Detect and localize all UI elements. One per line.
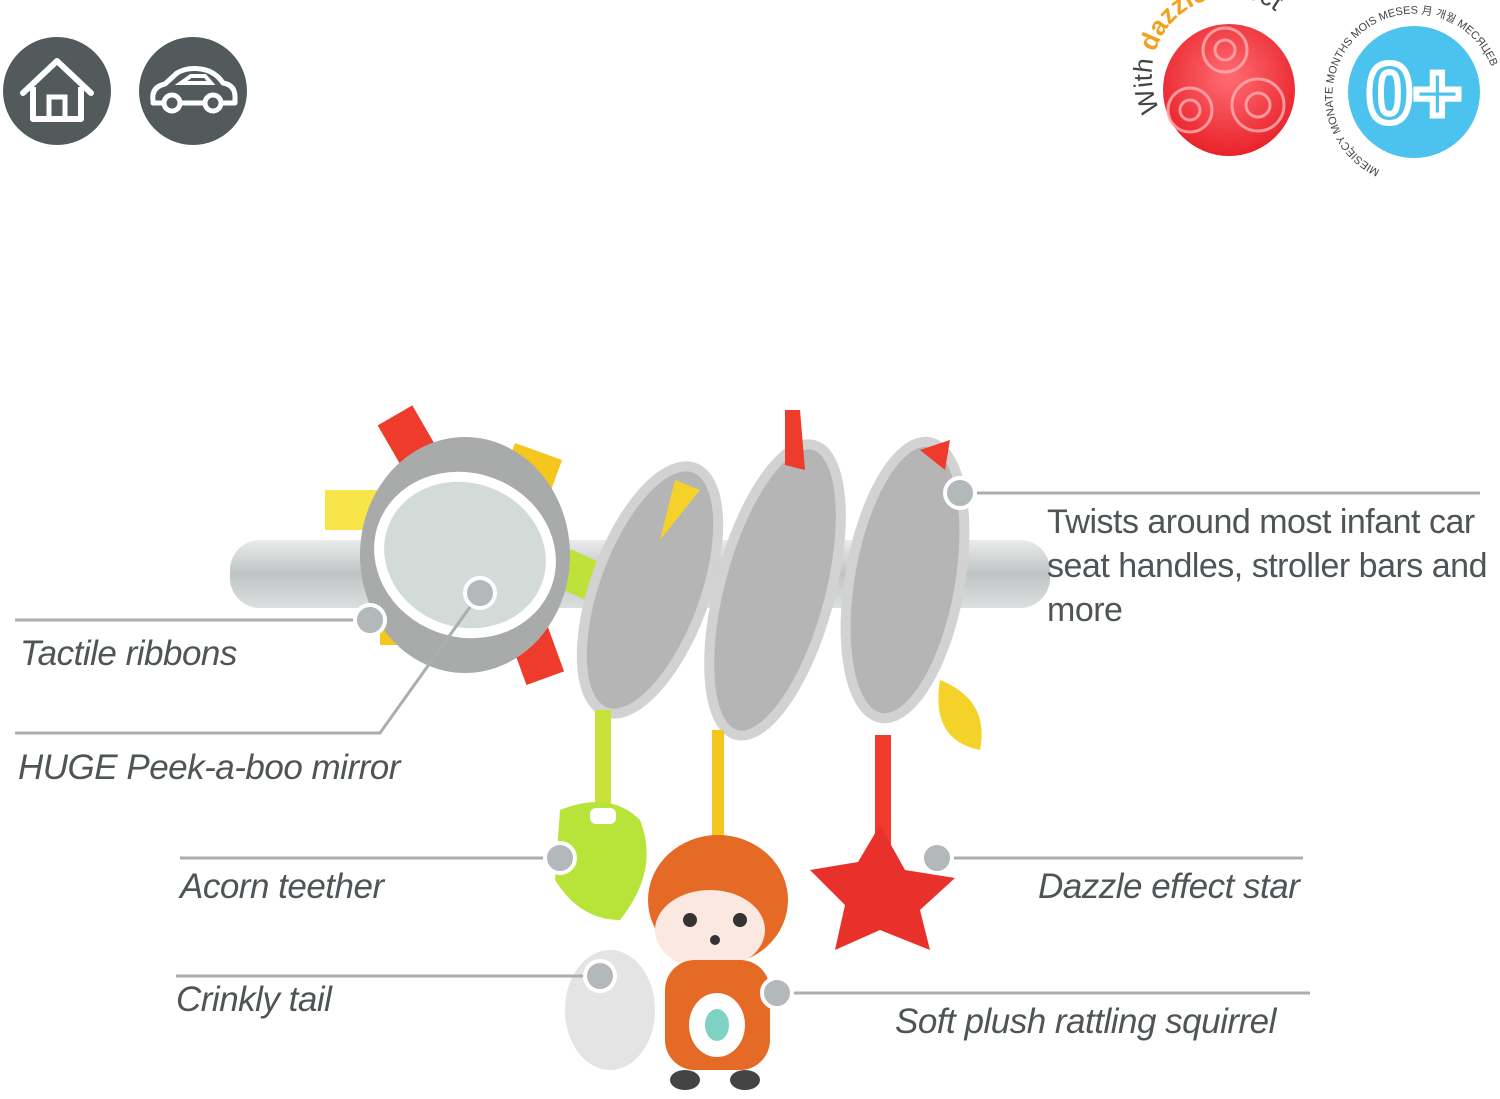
callout-dot bbox=[463, 576, 497, 610]
label-dazzle-star: Dazzle effect star bbox=[1038, 867, 1300, 906]
label-tactile-ribbons: Tactile ribbons bbox=[20, 634, 237, 673]
car-icon-button bbox=[139, 37, 247, 145]
label-mirror: HUGE Peek-a-boo mirror bbox=[18, 748, 400, 787]
callout-dot bbox=[920, 841, 954, 875]
home-icon bbox=[20, 58, 94, 122]
dazzle-star bbox=[810, 825, 955, 950]
home-icon-button bbox=[3, 37, 111, 145]
callout-dot bbox=[543, 841, 577, 875]
callout-dot bbox=[583, 959, 617, 993]
plush-squirrel bbox=[565, 835, 788, 1090]
callout-dot bbox=[353, 603, 387, 637]
label-squirrel: Soft plush rattling squirrel bbox=[895, 1002, 1276, 1041]
label-crinkly-tail: Crinkly tail bbox=[176, 980, 332, 1019]
peek-a-boo-mirror bbox=[360, 437, 570, 673]
car-icon bbox=[150, 66, 238, 114]
label-twists: Twists around most infant car seat handl… bbox=[1047, 503, 1487, 629]
callout-dot bbox=[943, 476, 977, 510]
acorn-teether bbox=[555, 802, 647, 920]
callout-dot bbox=[760, 976, 794, 1010]
label-acorn-teether: Acorn teether bbox=[180, 867, 384, 906]
mirror-line bbox=[15, 592, 482, 735]
